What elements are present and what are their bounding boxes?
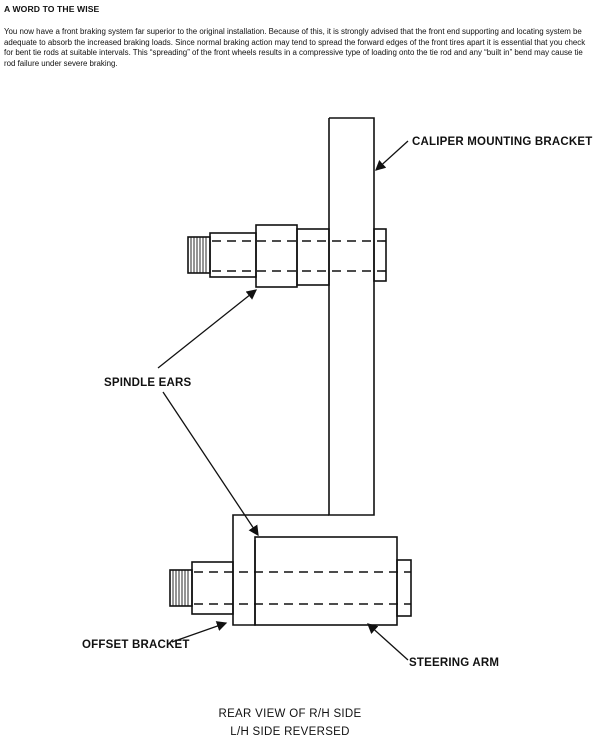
caliper-bracket-label: CALIPER MOUNTING BRACKET [412,136,593,148]
warning-paragraph: You now have a front braking system far … [4,27,586,68]
offset-bracket-label: OFFSET BRACKET [82,639,190,651]
offset-bracket-leader [171,621,228,643]
steering-arm [254,536,398,626]
caption-line-2: L/H SIDE REVERSED [230,726,350,738]
caliper-bracket-outline [328,117,375,516]
upper-bolt-head [373,228,387,282]
upper-spindle-ear [255,224,298,288]
caliper-bracket-leader [375,140,409,171]
heading: A WORD TO THE WISE [4,4,100,14]
caption-line-1: REAR VIEW OF R/H SIDE [218,708,361,720]
lower-bolt [169,536,412,626]
upper-spacer [296,228,330,286]
spindle-ear-lower-leader [162,391,259,537]
lower-bolt-head [396,559,412,617]
spindle-ears-label: SPINDLE EARS [104,377,192,389]
spindle-ear-upper-leader [157,289,258,369]
offset-bracket-outline [232,514,329,626]
lower-nut [191,561,234,615]
steering-arm-label: STEERING ARM [409,657,499,669]
steering-arm-leader [367,623,409,661]
upper-bolt [187,224,387,288]
